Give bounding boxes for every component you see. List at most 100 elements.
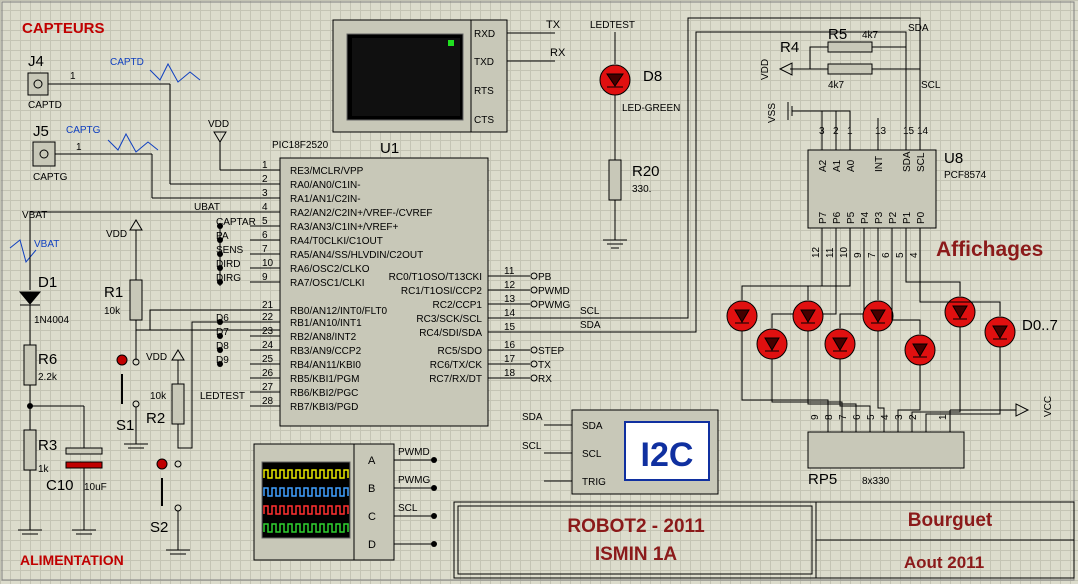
rp5-pin-number: 1 <box>938 414 949 420</box>
u8-pin-name: P4 <box>860 211 871 224</box>
u1-pin-name: RA7/OSC1/CLKI <box>290 278 364 289</box>
u8-pin-number: 6 <box>881 252 892 258</box>
svg-text:D8: D8 <box>643 68 662 85</box>
svg-text:10k: 10k <box>104 306 121 317</box>
affichages-label: Affichages <box>936 238 1043 261</box>
led-d8[interactable]: LEDTEST D8 LED-GREEN <box>590 20 680 160</box>
u1-net-label: DIRG <box>216 273 241 284</box>
u1-pin-number: 24 <box>262 340 274 351</box>
pushbutton-s1[interactable]: S1 <box>116 354 140 444</box>
u8-pin-name: A0 <box>846 159 857 172</box>
u1-net-label: DIRD <box>216 259 240 270</box>
u1-pin-number: 18 <box>504 368 516 379</box>
connector-j4[interactable]: J4 1 CAPTD <box>27 53 170 111</box>
u1-pin-name: RA2/AN2/C2IN+/VREF-/CVREF <box>290 208 433 219</box>
u8-pin-name: INT <box>874 156 885 172</box>
u1-pin-number: 5 <box>262 216 268 227</box>
u1-pin-number: 27 <box>262 382 274 393</box>
u1-pin-number: 22 <box>262 312 274 323</box>
u1-pin-name: RA5/AN4/SS/HLVDIN/C2OUT <box>290 250 423 261</box>
probe-captd-wave <box>149 62 201 83</box>
rp5-pin-number: 4 <box>880 414 891 420</box>
u1-pin-name: RC5/SDO <box>438 346 483 357</box>
i2c-pin-label: TRIG <box>582 477 606 488</box>
u1-pin-name: RB1/AN10/INT1 <box>290 318 362 329</box>
u1-pin-name: RC2/CCP1 <box>433 300 483 311</box>
svg-text:VDD: VDD <box>106 229 127 240</box>
terminal-pin-label: RTS <box>474 86 494 97</box>
led-array-d0-d7[interactable] <box>726 262 1016 432</box>
u8-pin-number: 3 <box>819 126 825 137</box>
u1-net-label: RX <box>538 374 552 385</box>
svg-text:10uF: 10uF <box>84 482 107 493</box>
svg-text:R2: R2 <box>146 410 165 427</box>
u8-scl-net: SCL <box>921 80 941 91</box>
svg-text:PCF8574: PCF8574 <box>944 170 987 181</box>
resistor-r1[interactable]: R1 10k <box>104 279 143 321</box>
u8-pin-name: SDA <box>902 151 913 172</box>
u1-pic18f2520[interactable]: PIC18F2520 U1 1RE3/MCLR/VPP2RA0/AN0/C1IN… <box>194 140 601 427</box>
scope-channel-label: A <box>368 455 376 467</box>
capacitor-c10[interactable]: C10 10uF <box>46 406 107 530</box>
resistor-r6[interactable]: R6 2.2k <box>23 344 58 386</box>
title-block: ROBOT2 - 2011 ISMIN 1A Bourguet Aout 201… <box>453 501 1075 579</box>
rp5-pin-number: 6 <box>852 414 863 420</box>
diode-d1[interactable]: D1 1N4004 <box>18 274 69 326</box>
u8-pin-name: SCL <box>916 152 927 172</box>
svg-text:S2: S2 <box>150 519 168 536</box>
u1-pin-name: RB3/AN9/CCP2 <box>290 346 362 357</box>
u8-pin-name: P1 <box>902 211 913 224</box>
capteurs-label: CAPTEURS <box>22 20 105 37</box>
svg-text:R6: R6 <box>38 351 57 368</box>
connector-j5[interactable]: J5 1 CAPTG <box>32 123 120 183</box>
u8-pin-number: 11 <box>825 247 836 258</box>
u1-pin-name: RB7/KBI3/PGD <box>290 402 358 413</box>
u1-net-label: CAPTAR <box>216 217 256 228</box>
u8-pin-number: 5 <box>895 252 906 258</box>
u8-pin-number: 12 <box>811 246 822 258</box>
u8-pin-name: P0 <box>916 211 927 224</box>
u1-pin-number: 3 <box>262 188 268 199</box>
resistor-r20[interactable]: R20 330. <box>603 159 660 249</box>
u1-pin-number: 25 <box>262 354 274 365</box>
svg-text:LEDTEST: LEDTEST <box>590 20 635 31</box>
svg-text:PIC18F2520: PIC18F2520 <box>272 140 329 151</box>
u1-net-label: TX <box>538 360 551 371</box>
svg-text:R3: R3 <box>38 437 57 454</box>
u8-pin-name: P3 <box>874 211 885 224</box>
svg-text:U1: U1 <box>380 140 399 157</box>
title-date: Aout 2011 <box>904 553 984 572</box>
u1-pin-name: RA1/AN1/C2IN- <box>290 194 361 205</box>
u1-pin-number: 7 <box>262 244 268 255</box>
svg-text:1N4004: 1N4004 <box>34 315 69 326</box>
resistor-r2[interactable]: R2 10k <box>146 383 185 427</box>
rp5-pin-number: 7 <box>838 414 849 420</box>
u1-pin-name: RB5/KBI1/PGM <box>290 374 359 385</box>
vdd-pullup-label: VDD <box>760 59 771 80</box>
u1-pin-number: 17 <box>504 354 516 365</box>
svg-text:10k: 10k <box>150 391 167 402</box>
vcc-arrow <box>1015 403 1030 417</box>
resistor-r3[interactable]: R3 1k <box>23 429 57 475</box>
vss-label: VSS <box>767 103 778 123</box>
scl-bus <box>488 17 921 319</box>
u1-pin-name: RB0/AN12/INT0/FLT0 <box>290 306 388 317</box>
svg-text:LED-GREEN: LED-GREEN <box>622 103 680 114</box>
svg-text:R1: R1 <box>104 284 123 301</box>
u1-net-label: PWMG <box>538 300 570 311</box>
u1-pin-name: RA4/T0CLKI/C1OUT <box>290 236 383 247</box>
u1-pin-name: RC7/RX/DT <box>429 374 482 385</box>
pushbutton-s2[interactable]: S2 <box>150 458 182 550</box>
u1-pin-number: 28 <box>262 396 274 407</box>
resistor-r5[interactable]: R5 4k7 <box>827 26 879 53</box>
u1-pin-name: RA0/AN0/C1IN- <box>290 180 361 191</box>
u1-pin-name: RC4/SDI/SDA <box>419 328 482 339</box>
title-school: ISMIN 1A <box>595 544 678 565</box>
u1-net-label: PA <box>216 231 229 242</box>
u1-pin-name: RC1/T1OSI/CCP2 <box>401 286 483 297</box>
